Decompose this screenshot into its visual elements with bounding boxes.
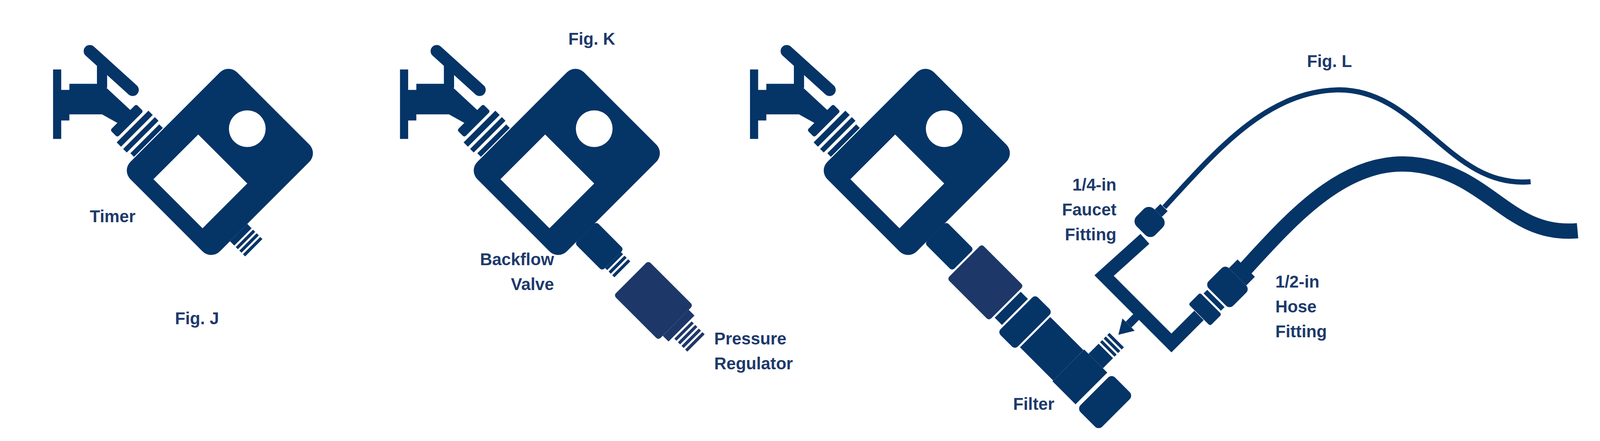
assembly-l bbox=[750, 37, 1030, 276]
figure-label: Fig. L bbox=[1306, 48, 1353, 74]
part-label: 1/2-in Hose Fitting bbox=[1275, 269, 1358, 345]
part-label: 1/4-in Faucet Fitting bbox=[1034, 172, 1117, 248]
figure-label: Fig. K bbox=[568, 26, 616, 52]
y-connector bbox=[1104, 239, 1200, 344]
half-inch-hose bbox=[1242, 164, 1578, 272]
hose-fitting bbox=[1188, 292, 1222, 326]
part-label: Timer bbox=[89, 204, 136, 229]
assembly-k bbox=[400, 37, 681, 276]
backflow-valve-k bbox=[574, 221, 634, 281]
backflow-valve-k bbox=[612, 259, 631, 278]
part-label: Backflow Valve bbox=[462, 247, 554, 297]
pressure-regulator-k bbox=[685, 332, 705, 352]
filter-chain-l bbox=[1076, 373, 1133, 431]
faucet-fitting bbox=[1131, 204, 1168, 241]
filter-chain-l bbox=[1107, 333, 1124, 350]
y-connector bbox=[1118, 318, 1135, 335]
figure-label: Fig. J bbox=[174, 306, 219, 331]
y-connector bbox=[1104, 239, 1200, 344]
part-label: Filter bbox=[1013, 391, 1055, 417]
backflow-valve-k bbox=[574, 221, 624, 271]
filter-chain-l bbox=[916, 195, 1154, 432]
y-connector bbox=[1128, 312, 1141, 325]
assembly-j bbox=[53, 37, 334, 276]
pressure-regulator-k bbox=[662, 309, 695, 342]
part-label: Pressure Regulator bbox=[714, 326, 817, 377]
pressure-regulator-k bbox=[613, 260, 714, 361]
